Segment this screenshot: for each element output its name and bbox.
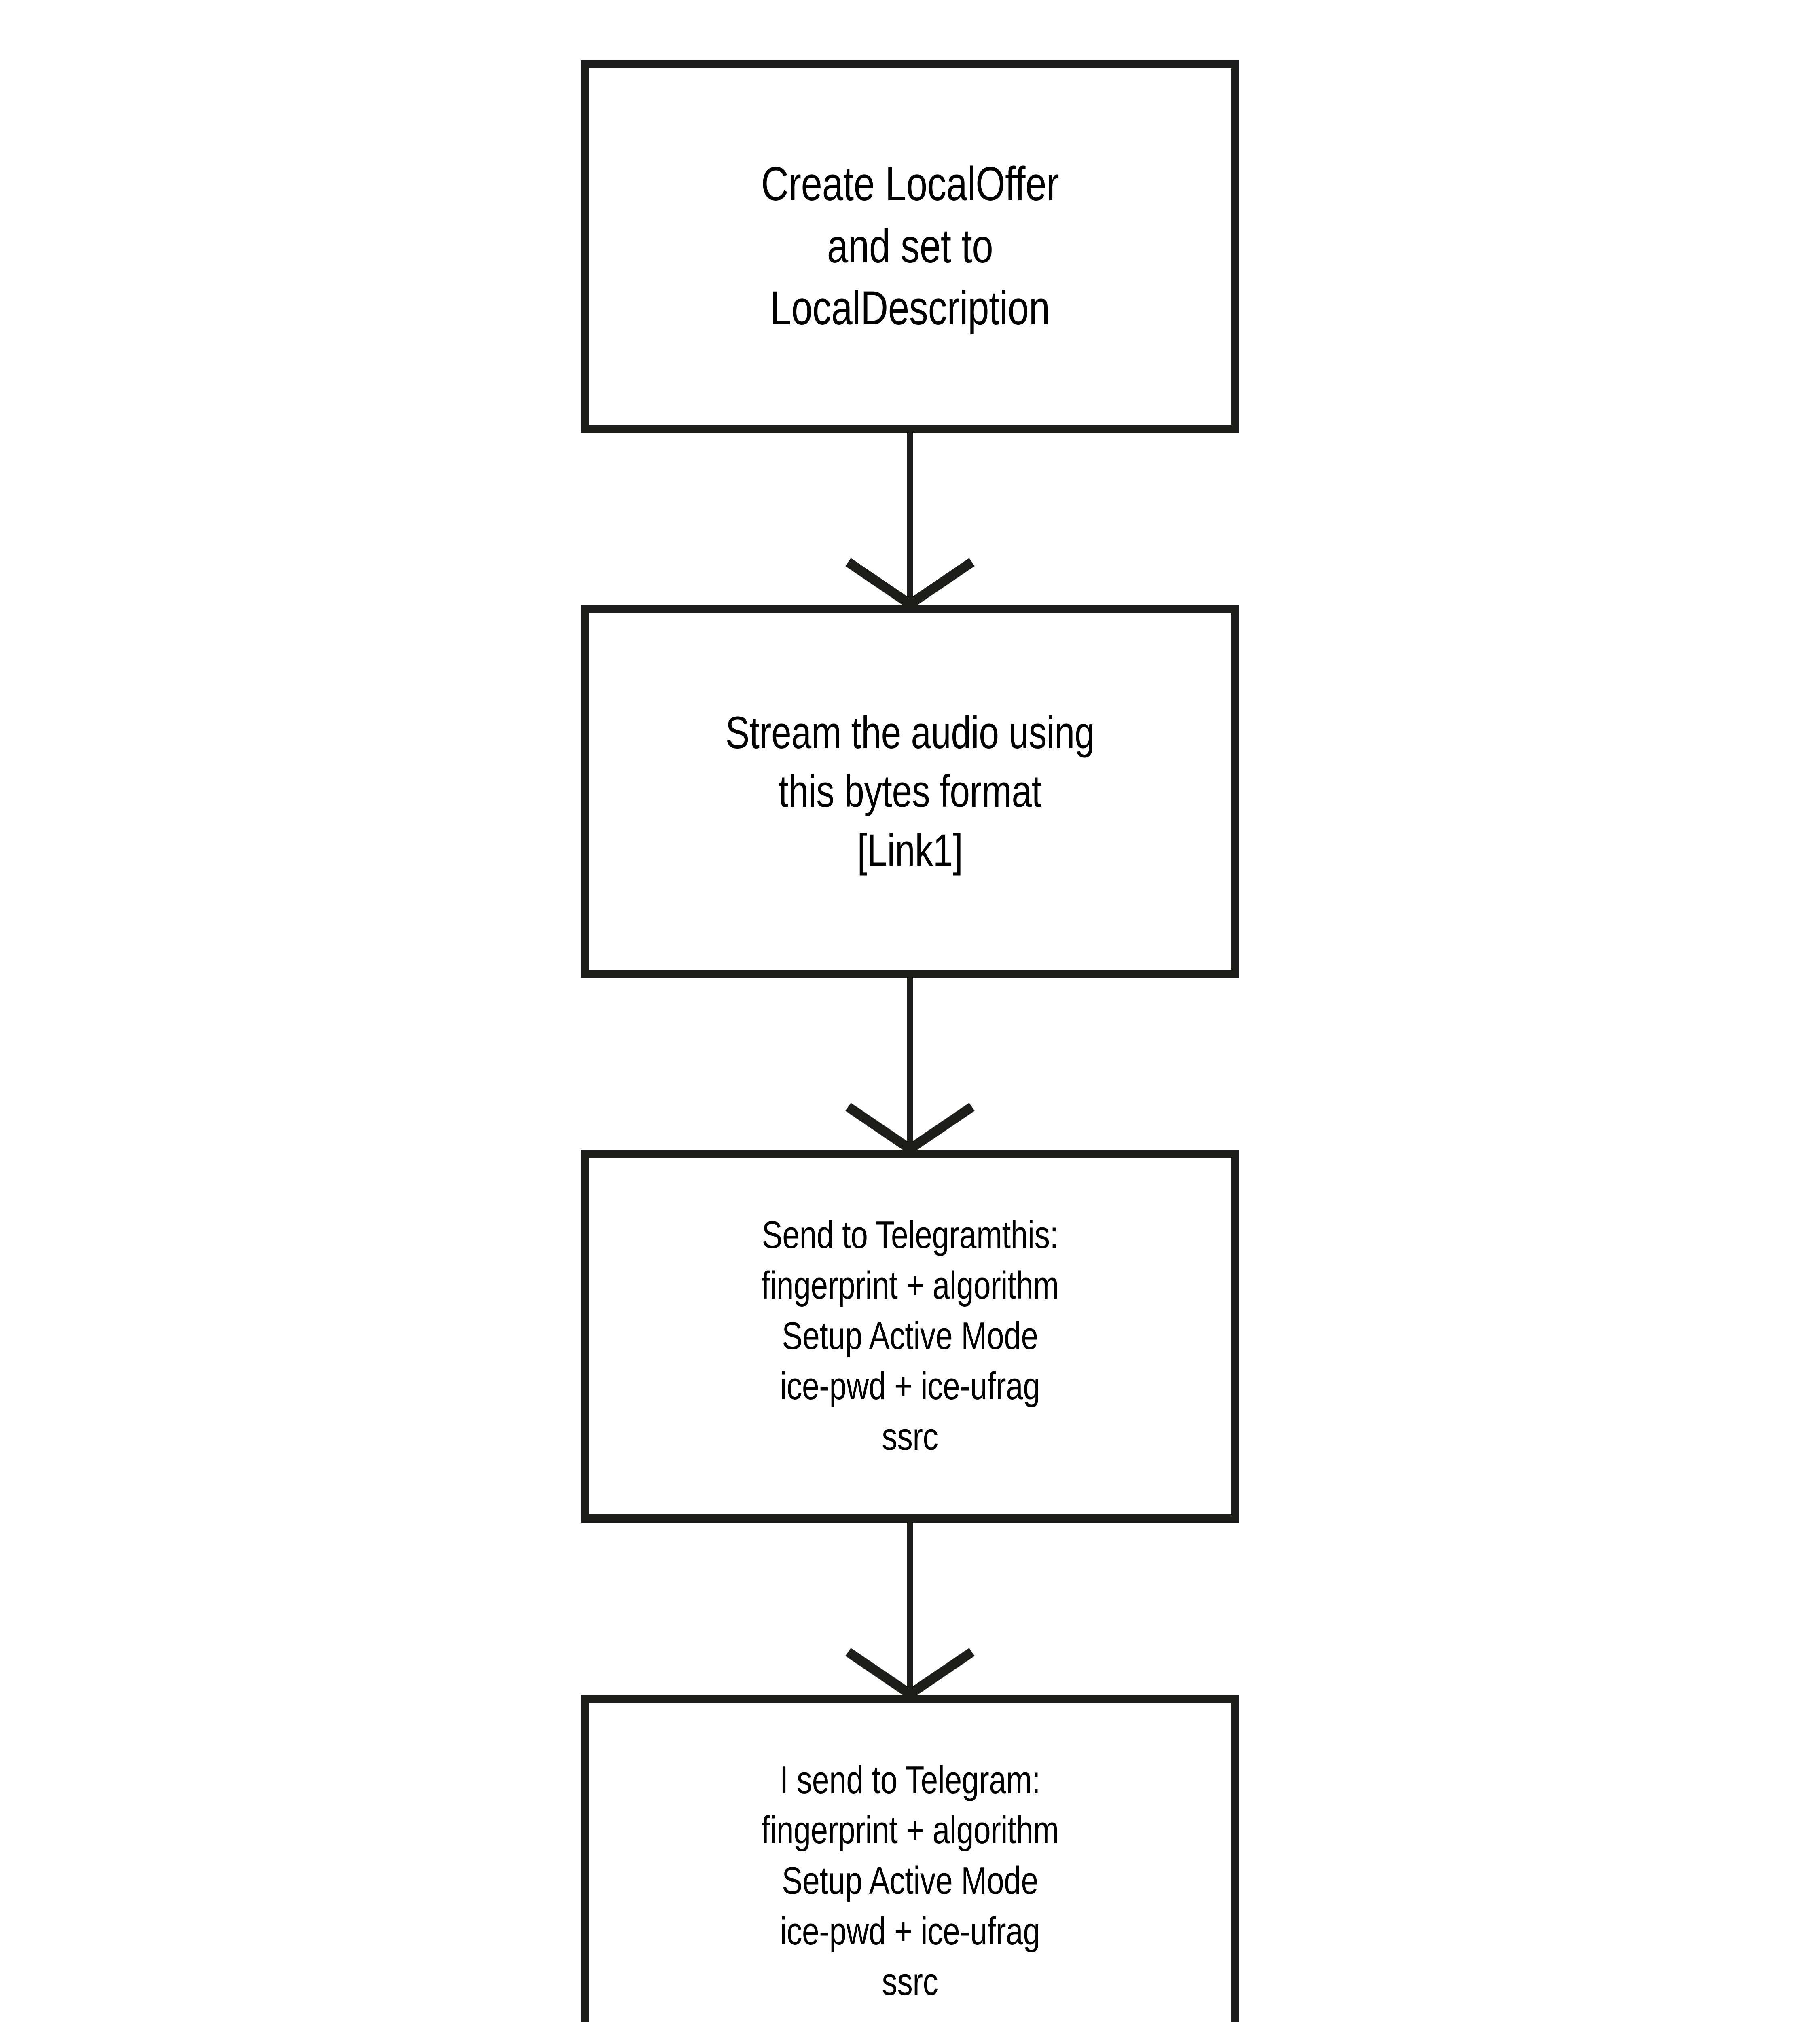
node-label: Stream the audio using this bytes format… (725, 707, 1095, 876)
flowchart-node-stream-audio[interactable]: Stream the audio using this bytes format… (581, 605, 1239, 978)
flowchart-node-i-send-to-telegram[interactable]: I send to Telegram: fingerprint + algori… (581, 1695, 1239, 2022)
connector-arrow-3-4 (0, 1523, 1820, 1695)
connector-arrow-1-2 (0, 433, 1820, 605)
connector-arrow-2-3 (0, 978, 1820, 1150)
arrowhead-chevron (845, 1648, 975, 1695)
flowchart-node-create-localoffer[interactable]: Create LocalOffer and set to LocalDescri… (581, 60, 1239, 433)
node-label: I send to Telegram: fingerprint + algori… (761, 1758, 1059, 2003)
flowchart-node-send-to-telegram-this[interactable]: Send to Telegramthis: fingerprint + algo… (581, 1150, 1239, 1523)
node-label: Send to Telegramthis: fingerprint + algo… (761, 1213, 1059, 1459)
arrowhead-chevron (845, 558, 975, 605)
node-label: Create LocalOffer and set to LocalDescri… (761, 157, 1059, 335)
arrowhead-chevron (845, 1103, 975, 1150)
